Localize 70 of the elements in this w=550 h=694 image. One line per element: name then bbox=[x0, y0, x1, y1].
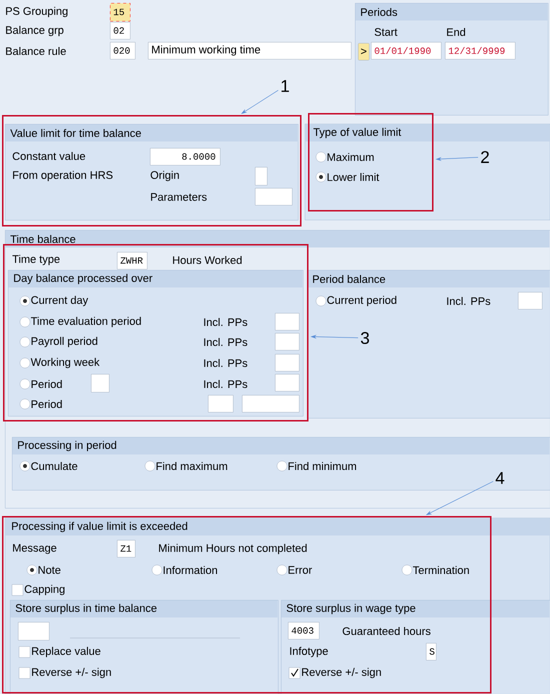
radio-button: Period bbox=[20, 398, 62, 410]
input-field bbox=[242, 395, 300, 412]
input-field: ZWHR bbox=[117, 252, 148, 270]
input-field bbox=[255, 167, 268, 186]
radio-button: Lower limit bbox=[316, 172, 380, 182]
input-field: 02 bbox=[110, 22, 130, 40]
field-label: PS Grouping bbox=[6, 6, 68, 18]
field-label: Incl. PPs bbox=[204, 358, 248, 368]
input-field bbox=[208, 395, 234, 412]
callout-number: 1 bbox=[282, 80, 289, 92]
field-label: Minimum Hours not completed bbox=[159, 544, 307, 554]
input-field: 8.0000 bbox=[150, 148, 220, 166]
arrow-button: > bbox=[358, 43, 370, 60]
radio-button: Time evaluation period bbox=[20, 316, 141, 328]
input-field bbox=[275, 333, 300, 350]
input-field: Minimum working time bbox=[148, 42, 352, 60]
radio-button: Current day bbox=[20, 296, 88, 306]
field-label: From operation HRS bbox=[13, 170, 113, 182]
checkbox: Capping bbox=[12, 584, 64, 596]
field-label: Incl. PPs bbox=[447, 296, 490, 306]
field-label: Infotype bbox=[290, 646, 328, 658]
field-label: Time type bbox=[12, 254, 60, 266]
field-label: Constant value bbox=[12, 152, 86, 160]
checkbox: Reverse +/- sign bbox=[18, 667, 111, 679]
node-label: Store surplus in time balance bbox=[16, 604, 157, 614]
radio-button: Find maximum bbox=[144, 460, 228, 472]
radio-button: Termination bbox=[402, 564, 469, 576]
checkbox: Replace value bbox=[18, 646, 100, 658]
callout-number: 2 bbox=[481, 151, 489, 163]
input-field: 01/01/1990 bbox=[371, 42, 442, 60]
radio-button: Note bbox=[26, 564, 60, 576]
radio-button: Error bbox=[276, 564, 312, 576]
highlight-frame bbox=[3, 244, 308, 422]
input-field bbox=[91, 374, 110, 392]
radio-button: Current period bbox=[316, 296, 396, 306]
input-field bbox=[518, 292, 542, 310]
input-field bbox=[275, 374, 300, 392]
field-label: Incl. PPs bbox=[204, 338, 248, 346]
highlight-frame bbox=[2, 115, 302, 226]
node-label: Store surplus in wage type bbox=[286, 604, 416, 614]
callout-number: 3 bbox=[360, 332, 369, 344]
input-field bbox=[255, 188, 292, 206]
field-label: Balance rule bbox=[6, 46, 66, 56]
input-field: 4003 bbox=[288, 622, 320, 640]
field-label: Parameters bbox=[151, 193, 207, 201]
field-label: End bbox=[447, 28, 466, 36]
field-label: Start bbox=[374, 28, 398, 36]
radio-button: Find minimum bbox=[276, 460, 356, 472]
field-label: Message bbox=[13, 544, 56, 554]
radio-button: Payroll period bbox=[20, 336, 98, 348]
radio-button: Cumulate bbox=[20, 460, 78, 472]
radio-button: Information bbox=[152, 564, 217, 576]
input-field: Z1 bbox=[117, 540, 136, 558]
field-label: Guaranteed hours bbox=[342, 626, 430, 636]
radio-button: Working week bbox=[20, 358, 100, 368]
input-field bbox=[275, 354, 300, 372]
input-field: S bbox=[426, 643, 436, 660]
field-label: Balance grp bbox=[6, 26, 64, 36]
input-field bbox=[275, 313, 300, 330]
radio-button: Maximum bbox=[316, 152, 374, 162]
radio-button: Period bbox=[20, 378, 62, 390]
field-label: Hours Worked bbox=[173, 256, 242, 264]
field-label: Incl. PPs bbox=[204, 380, 248, 388]
checkbox: Reverse +/- sign bbox=[288, 667, 381, 679]
input-field: 020 bbox=[110, 42, 136, 60]
input-field: 15 bbox=[110, 3, 130, 22]
field-label: Incl. PPs bbox=[204, 318, 248, 326]
input-field: 12/31/9999 bbox=[445, 42, 516, 60]
input-field bbox=[18, 622, 50, 640]
callout-number: 4 bbox=[496, 472, 504, 484]
